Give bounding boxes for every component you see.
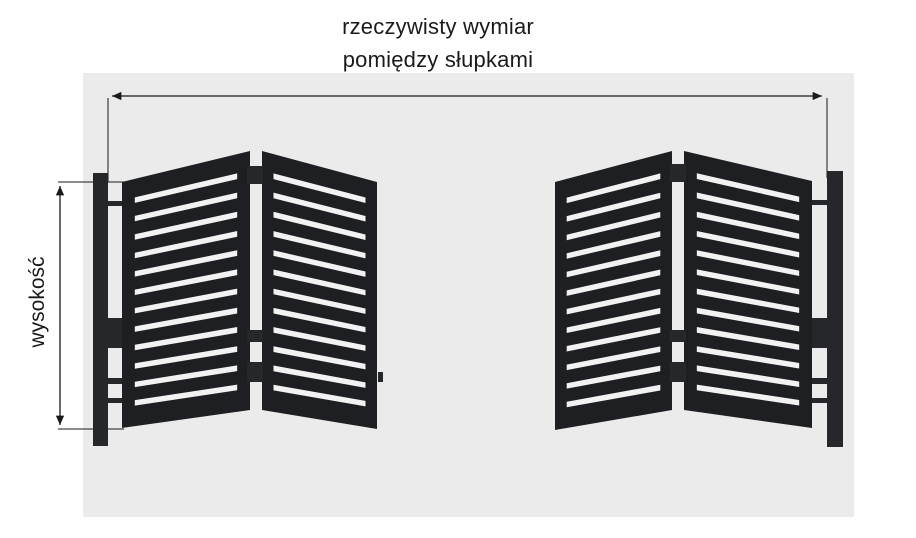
slat-gap	[273, 211, 366, 240]
right-centre-hinge-top	[670, 164, 686, 182]
slat-gap	[566, 173, 661, 204]
right-centre-hinge-bottom	[670, 362, 686, 382]
slat-gap	[566, 327, 661, 352]
slat-gap	[273, 384, 366, 407]
slat-gap	[566, 211, 661, 241]
slat-gap	[696, 288, 800, 313]
right-outer-leaf	[684, 151, 812, 428]
slat-gap	[566, 231, 661, 259]
slat-gap	[273, 250, 366, 277]
left-bottom-hinge-2	[106, 398, 124, 403]
slat-gap	[273, 269, 366, 296]
left-centre-hinge-top	[247, 166, 263, 184]
slat-gap	[696, 173, 800, 203]
slat-gap	[566, 384, 661, 408]
slat-gap	[273, 231, 366, 259]
slat-gap	[134, 384, 238, 406]
gate-leaves	[122, 151, 812, 430]
slat-gap	[696, 384, 800, 406]
slat-gap	[696, 269, 800, 295]
width-label-line-1: rzeczywisty wymiar	[342, 14, 534, 39]
slat-gap	[696, 192, 800, 221]
slat-gap	[273, 307, 366, 333]
slat-gap	[696, 211, 800, 240]
slat-gap	[273, 173, 366, 203]
left-post	[93, 173, 108, 446]
left-bottom-hinge	[106, 378, 124, 384]
slat-gap	[273, 365, 366, 388]
slat-gap	[566, 307, 661, 333]
slat-gap	[134, 192, 238, 222]
slat-gap	[696, 307, 800, 332]
slat-gap	[134, 231, 238, 259]
right-centre-hinge-mid	[670, 330, 686, 342]
left-inner-leaf	[262, 151, 377, 429]
width-label-line-2: pomiędzy słupkami	[342, 47, 534, 72]
slat-gap	[566, 192, 661, 222]
right-post	[827, 171, 843, 447]
slat-gap	[134, 346, 238, 369]
slat-gap	[696, 250, 800, 276]
right-bottom-hinge	[811, 378, 829, 384]
slat-gap	[566, 250, 661, 278]
slat-gap	[134, 327, 238, 351]
slat-gap	[273, 288, 366, 314]
slat-gap	[566, 365, 661, 389]
left-centre-hinge-bottom	[247, 362, 263, 382]
slat-gap	[273, 192, 366, 222]
slat-gap	[696, 365, 800, 387]
right-inner-leaf	[555, 151, 672, 430]
left-top-hinge	[107, 201, 123, 206]
left-centre-hinge-mid	[247, 330, 263, 342]
slat-gap	[134, 307, 238, 332]
slat-gap	[134, 288, 238, 314]
slat-gap	[273, 346, 366, 370]
right-post-bracket	[812, 318, 827, 348]
slat-gap	[134, 269, 238, 295]
right-bottom-hinge-2	[811, 398, 829, 403]
slat-gap	[696, 327, 800, 350]
right-top-hinge	[812, 200, 828, 205]
slat-gap	[696, 231, 800, 258]
slat-gap	[134, 173, 238, 203]
slat-gap	[566, 346, 661, 371]
slat-gap	[134, 365, 238, 388]
left-outer-leaf	[122, 151, 250, 428]
slat-gap	[273, 327, 366, 351]
left-post-bracket	[108, 318, 122, 348]
slat-gap	[696, 346, 800, 369]
slat-gap	[134, 211, 238, 240]
slat-gap	[566, 288, 661, 315]
slat-gap	[566, 269, 661, 296]
latch	[378, 372, 383, 382]
slat-gap	[134, 250, 238, 277]
